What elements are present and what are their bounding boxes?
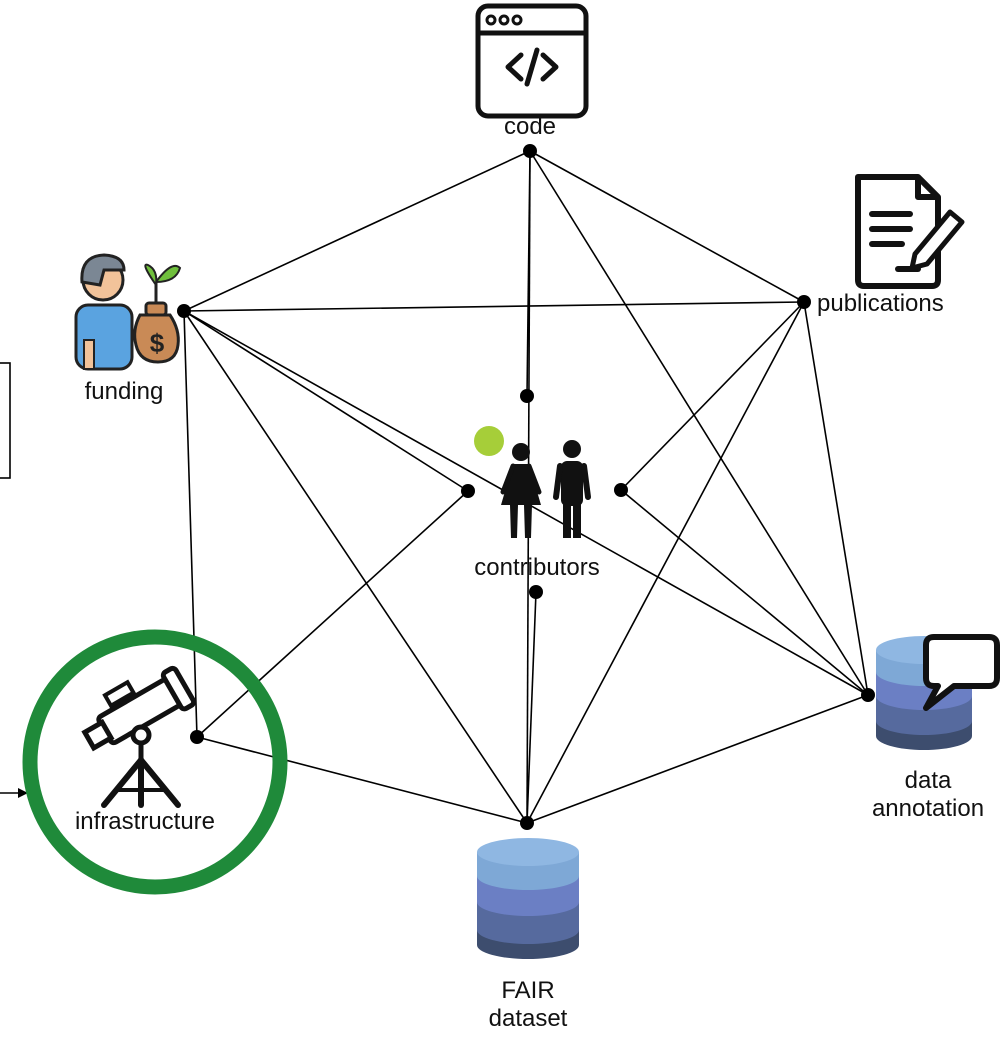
edges [183,150,869,824]
node-dots [177,144,875,830]
document-pen-icon [855,174,965,289]
offscreen-box [0,362,11,479]
node-label-code: code [503,113,557,140]
node-label-data-annotation-line2: annotation [871,795,985,822]
node-label-fair-dataset: FAIR dataset [468,977,588,1033]
node-label-funding: funding [84,378,164,405]
node-label-contributors: contributors [474,554,600,581]
orcid-badge-icon [474,426,504,456]
people-orcid-icon [474,426,591,538]
telescope-icon [81,665,197,808]
node-label-data-annotation: data annotation [853,767,1003,823]
node-label-infrastructure: infrastructure [74,808,216,835]
node-label-fair-dataset-line1: FAIR [501,977,555,1004]
database-speech-bubble-icon [876,634,1000,750]
highlight-ring [22,629,288,895]
svg-text:$: $ [150,328,165,358]
investor-money-bag-icon: $ [74,253,182,371]
incoming-arrow [0,788,28,798]
node-label-publications: publications [817,290,944,317]
database-icon [477,838,579,959]
node-label-fair-dataset-line2: dataset [488,1005,568,1032]
code-window-icon [475,3,589,119]
node-label-data-annotation-line1: data [904,767,952,794]
